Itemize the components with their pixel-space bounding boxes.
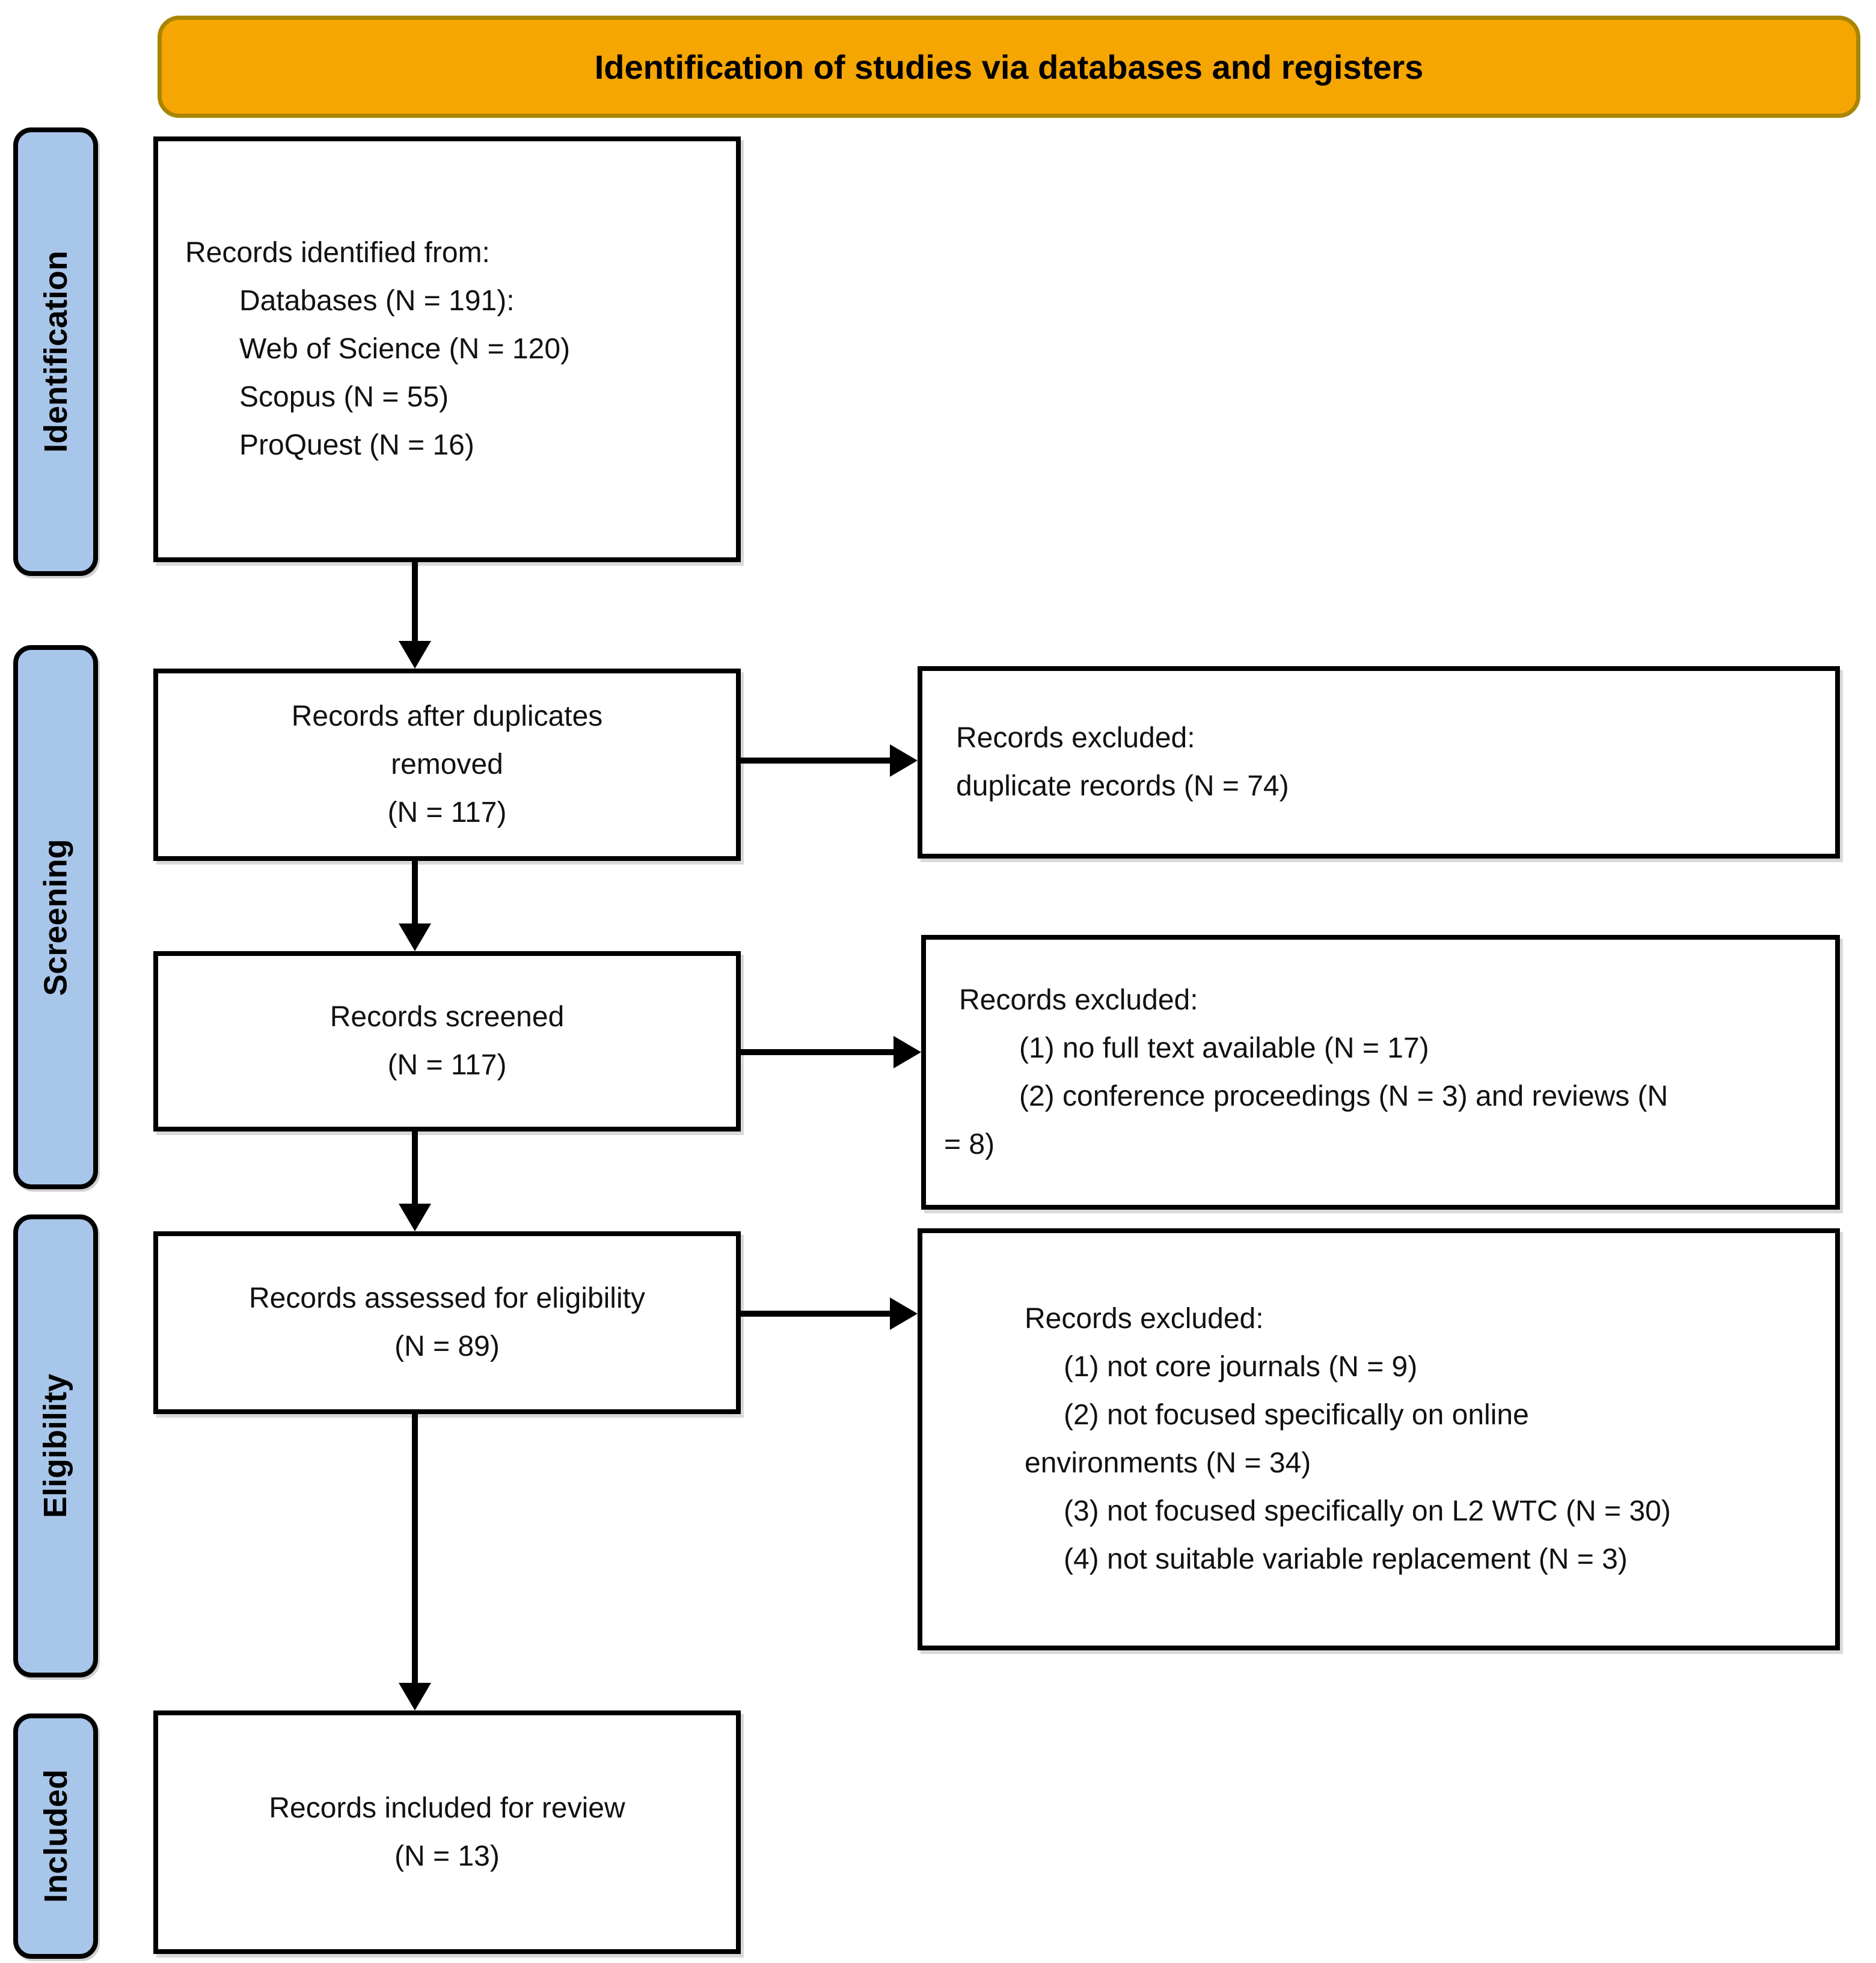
stage-label-text: Screening	[37, 838, 74, 996]
box-text-line: ProQuest (N = 16)	[239, 429, 474, 461]
arrow-right-2-shaft	[741, 1049, 895, 1055]
box-text-line: (N = 117)	[387, 797, 507, 828]
box-text-line: Records screened	[330, 1001, 565, 1033]
stage-label-text: Identification	[37, 251, 74, 453]
box-text-line: (1) not core journals (N = 9)	[1064, 1351, 1418, 1383]
box-text-line: Records identified from:	[185, 237, 490, 269]
box-text-line: Records after duplicates	[291, 700, 603, 732]
banner-title: Identification of studies via databases …	[594, 47, 1424, 86]
box-records-excluded-screening: Records excluded: (1) no full text avail…	[921, 935, 1840, 1210]
box-records-included-for-review: Records included for review (N = 13)	[153, 1710, 741, 1954]
box-records-identified: Records identified from: Databases (N = …	[153, 136, 741, 562]
arrow-right-3-shaft	[741, 1311, 891, 1317]
arrow-right-3-head	[890, 1297, 918, 1330]
box-text-line: removed	[391, 749, 503, 780]
box-text-line: Web of Science (N = 120)	[239, 333, 571, 365]
banner: Identification of studies via databases …	[158, 16, 1860, 118]
arrow-right-1-shaft	[741, 758, 891, 764]
stage-label-eligibility: Eligibility	[13, 1214, 98, 1677]
box-text-line: (N = 89)	[394, 1331, 500, 1362]
box-text-line: environments (N = 34)	[1025, 1447, 1311, 1479]
box-records-after-duplicates-removed: Records after duplicates removed (N = 11…	[153, 669, 741, 861]
box-text-line: Records included for review	[269, 1792, 625, 1824]
box-text-line: Databases (N = 191):	[239, 285, 515, 317]
box-text-line: (N = 13)	[394, 1840, 500, 1872]
box-text-line: (1) no full text available (N = 17)	[1019, 1032, 1429, 1064]
box-text-line: (N = 117)	[387, 1049, 507, 1081]
box-text-line: = 8)	[944, 1128, 995, 1160]
arrow-down-3-head	[399, 1204, 431, 1231]
box-text-line: Records assessed for eligibility	[249, 1282, 645, 1314]
box-records-assessed-for-eligibility: Records assessed for eligibility (N = 89…	[153, 1231, 741, 1414]
box-text-line: duplicate records (N = 74)	[956, 770, 1289, 802]
stage-label-included: Included	[13, 1713, 98, 1959]
box-text-line: Records excluded:	[1025, 1303, 1264, 1335]
arrow-down-4-shaft	[412, 1414, 418, 1684]
box-records-excluded-duplicates: Records excluded: duplicate records (N =…	[918, 666, 1840, 859]
stage-label-text: Eligibility	[37, 1373, 74, 1519]
arrow-down-4-head	[399, 1683, 431, 1710]
box-text-line: (3) not focused specifically on L2 WTC (…	[1064, 1495, 1671, 1527]
box-text-line: (2) conference proceedings (N = 3) and r…	[1019, 1080, 1669, 1112]
arrow-down-2-head	[399, 923, 431, 951]
box-text-line: (2) not focused specifically on online	[1064, 1399, 1529, 1431]
arrow-down-2-shaft	[412, 861, 418, 925]
stage-label-screening: Screening	[13, 645, 98, 1189]
stage-label-text: Included	[37, 1769, 74, 1903]
arrow-down-3-shaft	[412, 1132, 418, 1205]
arrow-right-2-head	[894, 1036, 921, 1068]
arrow-down-1-head	[399, 641, 431, 669]
arrow-down-1-shaft	[412, 562, 418, 643]
stage-label-identification: Identification	[13, 127, 98, 576]
arrow-right-1-head	[890, 744, 918, 777]
box-records-excluded-eligibility: Records excluded: (1) not core journals …	[918, 1228, 1840, 1650]
box-text-line: Scopus (N = 55)	[239, 381, 449, 413]
box-text-line: Records excluded:	[959, 984, 1198, 1016]
box-text-line: Records excluded:	[956, 722, 1195, 754]
box-text-line: (4) not suitable variable replacement (N…	[1064, 1543, 1628, 1575]
box-records-screened: Records screened (N = 117)	[153, 951, 741, 1132]
